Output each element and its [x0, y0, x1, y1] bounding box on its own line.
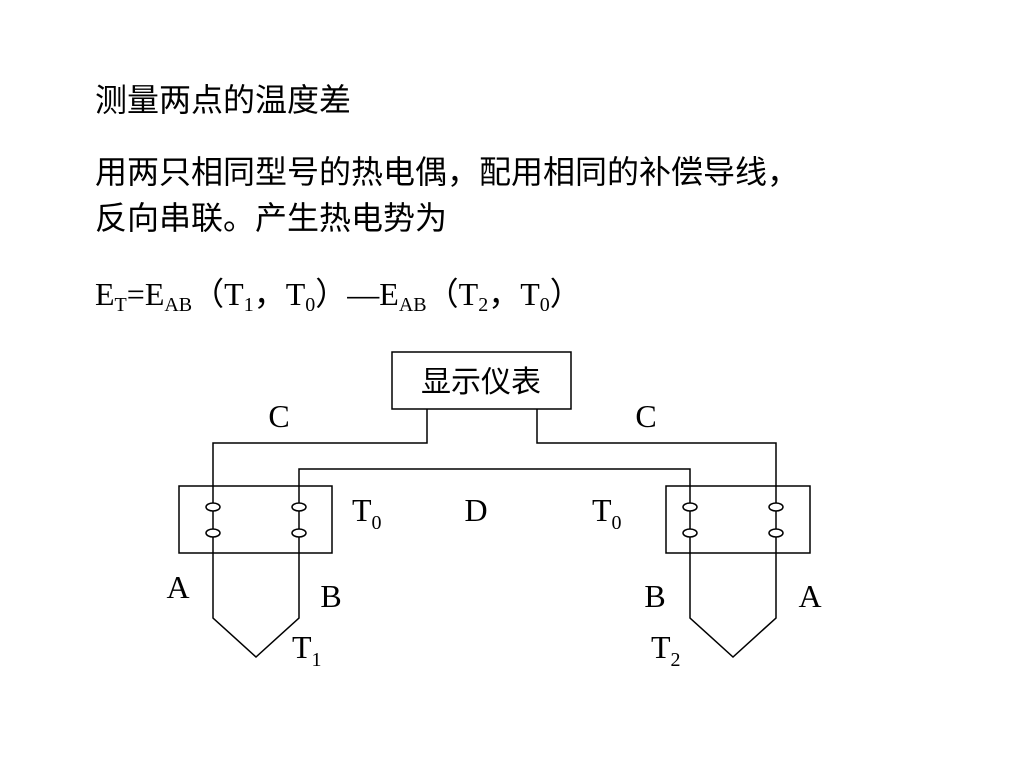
formula-part: ，T [488, 276, 540, 312]
label-d: D [464, 492, 487, 528]
label-sub: 2 [671, 649, 681, 671]
thermocouple-left [212, 537, 300, 659]
terminal [768, 528, 784, 538]
label-main: T [292, 629, 312, 665]
label-sub: 0 [372, 512, 382, 534]
formula-part: ，T [253, 276, 306, 312]
formula-part: ） [549, 276, 582, 312]
description-line-1: 用两只相同型号的热电偶，配用相同的补偿导线， [95, 153, 800, 191]
terminal [682, 502, 698, 512]
label-main: T [651, 629, 671, 665]
formula-part: E [95, 276, 115, 312]
label-a-right: A [798, 578, 821, 614]
formula-part: （T [192, 276, 244, 312]
label-t1: T1 [292, 629, 322, 671]
terminal [291, 528, 307, 538]
formula-part: （T [426, 276, 479, 312]
terminal [291, 502, 307, 512]
terminal [205, 528, 221, 538]
formula-subscript: 1 [243, 294, 254, 316]
formula-subscript: T [114, 294, 127, 316]
formula-subscript: 2 [478, 294, 489, 316]
label-sub: 1 [312, 649, 322, 671]
label-sub: 0 [612, 512, 622, 534]
label-c-left: C [268, 398, 289, 434]
label-a-left: A [166, 569, 189, 605]
thermocouple-right [689, 537, 777, 659]
emf-formula: ET=EAB（T1，T0）—EAB（T2，T0） [95, 274, 582, 316]
label-b-left: B [320, 578, 341, 614]
formula-part: ）—E [315, 276, 399, 312]
label-b-right: B [644, 578, 665, 614]
label-t0-left: T0 [352, 492, 382, 534]
terminal [682, 528, 698, 538]
cold-junction-block-left [178, 485, 333, 554]
instrument-label: 显示仪表 [421, 365, 541, 400]
label-main: T [352, 492, 372, 528]
label-main: T [592, 492, 612, 528]
terminal [205, 502, 221, 512]
cold-junction-block-right [665, 485, 811, 554]
label-t0-right: T0 [592, 492, 622, 534]
formula-subscript: AB [164, 294, 193, 316]
label-t2: T2 [651, 629, 681, 671]
formula-subscript: 0 [305, 294, 316, 316]
heading: 测量两点的温度差 [95, 81, 352, 119]
label-c-right: C [635, 398, 656, 434]
compensation-wire-left [212, 409, 428, 503]
formula-subscript: 0 [539, 294, 550, 316]
description-line-2: 反向串联。产生热电势为 [95, 199, 448, 237]
formula-subscript: AB [398, 294, 427, 316]
instrument-box [391, 351, 572, 410]
compensation-wire-right [536, 409, 777, 503]
terminal [768, 502, 784, 512]
formula-part: =E [126, 276, 165, 312]
